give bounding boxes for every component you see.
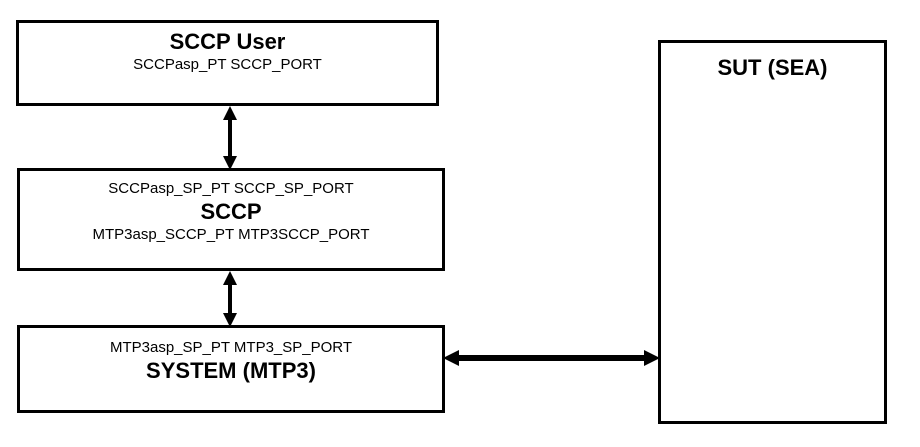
node-box-sccp-user: SCCP User SCCPasp_PT SCCP_PORT [16, 20, 439, 106]
node-ports-system-mtp3: MTP3asp_SP_PT MTP3_SP_PORT [109, 339, 353, 356]
node-title-sccp: SCCP [200, 199, 262, 224]
node-upper-ports-sccp: SCCPasp_SP_PT SCCP_SP_PORT [108, 180, 354, 197]
node-box-sccp: SCCPasp_SP_PT SCCP_SP_PORT SCCP MTP3asp_… [17, 168, 445, 271]
connector-sccp-to-system-mtp3 [219, 271, 241, 327]
node-box-system-mtp3: MTP3asp_SP_PT MTP3_SP_PORT SYSTEM (MTP3) [17, 325, 445, 413]
node-title-sccp-user: SCCP User [169, 29, 286, 54]
node-title-system-mtp3: SYSTEM (MTP3) [146, 358, 316, 383]
connector-sccp-user-to-sccp [219, 106, 241, 170]
node-box-sut-sea: SUT (SEA) [658, 40, 887, 424]
double-headed-horizontal-arrow-icon [443, 350, 660, 366]
node-title-sut-sea: SUT (SEA) [717, 55, 828, 80]
node-ports-sccp-user: SCCPasp_PT SCCP_PORT [133, 56, 322, 73]
double-headed-vertical-arrow-icon [223, 106, 237, 170]
connector-system-mtp3-to-sut-sea [443, 347, 660, 369]
double-headed-vertical-arrow-icon [223, 271, 237, 327]
node-lower-ports-sccp: MTP3asp_SCCP_PT MTP3SCCP_PORT [92, 226, 370, 243]
